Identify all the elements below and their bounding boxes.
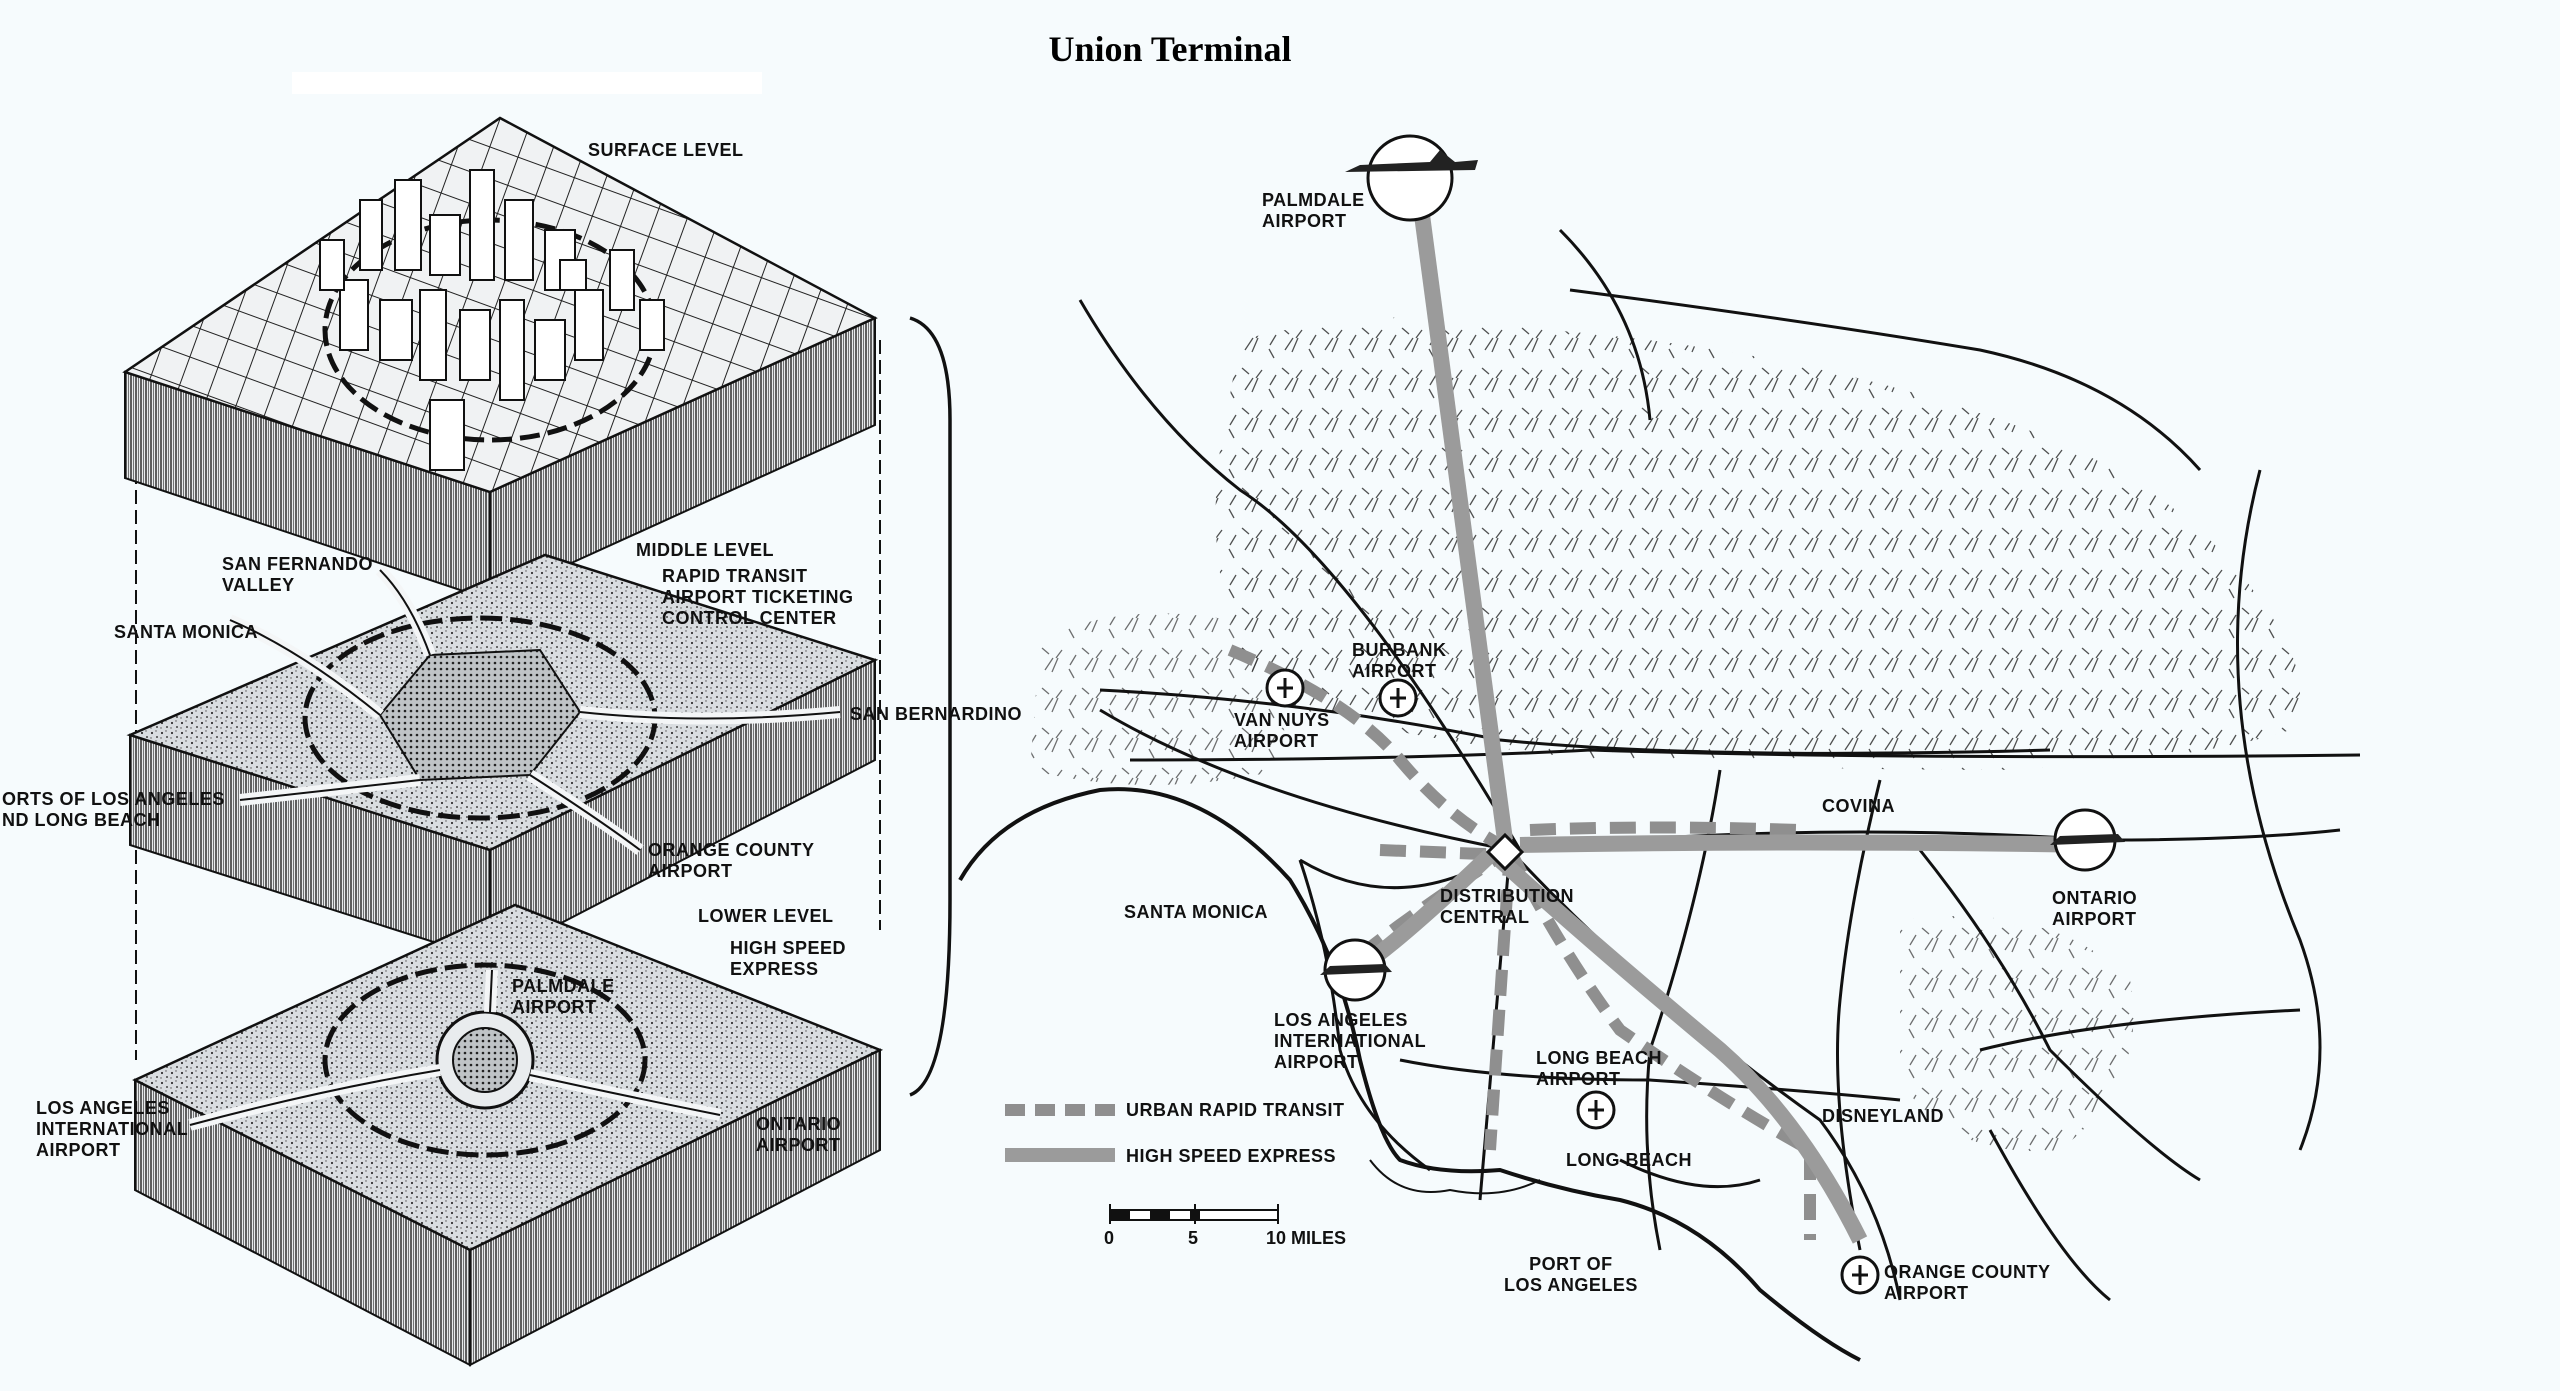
scale-label-zero: 0 bbox=[1104, 1228, 1115, 1248]
burbank-airport-label: BURBANK AIRPORT bbox=[1352, 640, 1447, 681]
urban-transit-swatch bbox=[1005, 1104, 1025, 1116]
ontario-airport-label: ONTARIO AIRPORT bbox=[2052, 888, 2138, 929]
san-gabriel-mountains bbox=[1215, 317, 2300, 770]
ports-label: ORTS OF LOS ANGELES ND LONG BEACH bbox=[2, 789, 225, 830]
legend-urban-rapid-transit: URBAN RAPID TRANSIT bbox=[1126, 1100, 1345, 1120]
santa-monica-label: SANTA MONICA bbox=[114, 622, 258, 642]
page-title: Union Terminal bbox=[1048, 29, 1292, 69]
high-speed-swatch bbox=[1005, 1148, 1115, 1162]
puente-hills bbox=[1900, 916, 2134, 1152]
middle-level-description: RAPID TRANSIT AIRPORT TICKETING CONTROL … bbox=[662, 566, 854, 628]
covina-label: COVINA bbox=[1822, 796, 1896, 816]
lower-level-slab bbox=[132, 903, 884, 1367]
orange-county-airport-diagram-label: ORANGE COUNTY AIRPORT bbox=[648, 840, 815, 881]
lax-diagram-label: LOS ANGELES INTERNATIONAL AIRPORT bbox=[36, 1098, 189, 1160]
legend-high-speed-express: HIGH SPEED EXPRESS bbox=[1126, 1146, 1337, 1166]
coastline bbox=[958, 787, 1861, 1362]
ontario-airport-marker bbox=[2050, 808, 2125, 872]
disneyland-label: DISNEYLAND bbox=[1822, 1106, 1945, 1126]
lax-airport-marker bbox=[1320, 938, 1392, 1002]
middle-level-label: MIDDLE LEVEL bbox=[636, 540, 775, 560]
long-beach-label: LONG BEACH bbox=[1566, 1150, 1692, 1170]
surface-level-label: SURFACE LEVEL bbox=[588, 140, 744, 160]
palmdale-airport-diagram-label: PALMDALE AIRPORT bbox=[512, 976, 615, 1017]
distribution-central-marker bbox=[1485, 832, 1525, 872]
orange-county-airport-label: ORANGE COUNTY AIRPORT bbox=[1884, 1262, 2051, 1303]
palmdale-airport-label: PALMDALE AIRPORT bbox=[1262, 190, 1365, 231]
port-of-los-angeles-label: PORT OF LOS ANGELES bbox=[1504, 1254, 1638, 1295]
san-fernando-valley-label: SAN FERNANDO VALLEY bbox=[222, 554, 374, 595]
san-bernardino-label: SAN BERNARDINO bbox=[850, 704, 1023, 724]
lower-level-label: LOWER LEVEL bbox=[698, 906, 834, 926]
santa-monica-mountains bbox=[1030, 613, 1285, 785]
distribution-central-label: DISTRIBUTION CENTRAL bbox=[1440, 886, 1574, 927]
scale-bar bbox=[1109, 1204, 1279, 1224]
palmdale-airport-marker bbox=[1345, 134, 1478, 222]
map-santa-monica-label: SANTA MONICA bbox=[1124, 902, 1268, 922]
middle-level-slab bbox=[126, 553, 879, 962]
ontario-airport-diagram-label: ONTARIO AIRPORT bbox=[756, 1114, 842, 1155]
bracket-line bbox=[909, 316, 952, 1097]
lax-label: LOS ANGELES INTERNATIONAL AIRPORT bbox=[1274, 1010, 1427, 1072]
high-speed-express-diagram-label: HIGH SPEED EXPRESS bbox=[730, 938, 847, 979]
long-beach-airport-label: LONG BEACH AIRPORT bbox=[1536, 1048, 1662, 1089]
surface-level-slab bbox=[122, 116, 878, 602]
high-speed-express-lines bbox=[1336, 198, 2101, 1244]
blank-label-strip bbox=[292, 72, 762, 94]
scale-label-five: 5 bbox=[1188, 1228, 1199, 1248]
van-nuys-airport-label: VAN NUYS AIRPORT bbox=[1234, 710, 1330, 751]
scale-label-ten: 10 MILES bbox=[1266, 1228, 1347, 1248]
